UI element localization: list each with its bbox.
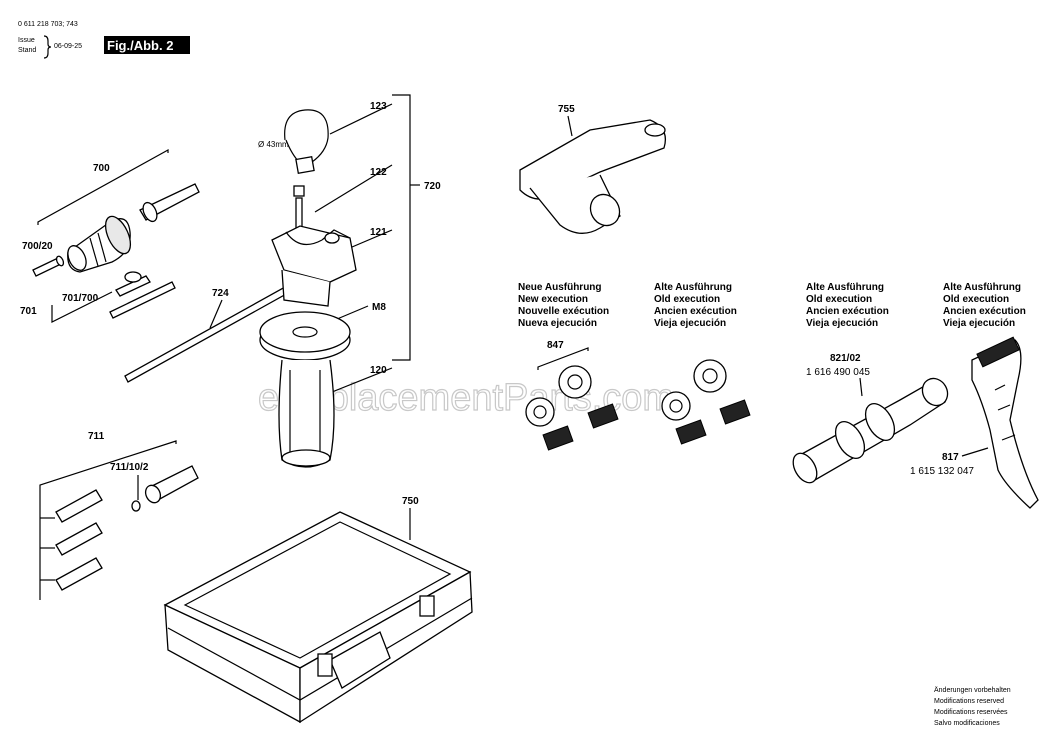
fig-label: Fig./Abb. 2: [107, 38, 173, 53]
clamp-band: [284, 109, 329, 163]
drill-chuck-group: 700 700/20 701 701/700: [20, 148, 200, 323]
execution-label-old-1: Alte Ausführung Old execution Ancien exé…: [654, 282, 737, 329]
chuck-key: [109, 281, 176, 319]
svg-text:Old execution: Old execution: [806, 294, 872, 305]
label-847: 847: [547, 340, 564, 351]
housing-shell: 817 1 615 132 047: [910, 336, 1039, 509]
label-755: 755: [558, 104, 575, 115]
doc-number: 0 611 218 703; 743: [18, 21, 78, 28]
svg-text:Vieja ejecución: Vieja ejecución: [654, 318, 726, 329]
footer-notice: Änderungen vorbehalten Modifications res…: [934, 686, 1011, 727]
label-817-number: 1 615 132 047: [910, 466, 974, 477]
execution-label-old-2: Alte Ausführung Old execution Ancien exé…: [806, 282, 889, 329]
label-821-02: 821/02: [830, 353, 861, 364]
screwdriver-bit-3: [55, 557, 103, 591]
spindle-assembly: 821/02 1 616 490 045: [792, 353, 949, 484]
label-701: 701: [20, 306, 37, 317]
case-handle: [329, 631, 391, 689]
label-700-20: 700/20: [22, 241, 53, 252]
right-angle-attachment: 755: [519, 104, 667, 234]
carbon-brush-set-new: 847: [525, 340, 619, 451]
carbon-brush-set-old: [661, 359, 751, 445]
svg-text:New execution: New execution: [518, 294, 588, 305]
label-700: 700: [93, 163, 110, 174]
auxiliary-handle-group: 720 123 Ø 43mm 122 121 M8 120: [258, 94, 441, 468]
execution-label-old-3: Alte Ausführung Old execution Ancien exé…: [943, 282, 1026, 329]
label-720: 720: [424, 181, 441, 192]
bit-set-group: 711 711/10/2: [39, 431, 199, 600]
screwdriver-bit-2: [55, 522, 103, 556]
clamp-bolt: [295, 197, 303, 229]
retaining-ring: [131, 500, 141, 512]
label-711: 711: [88, 431, 105, 442]
execution-label-new: Neue Ausführung New execution Nouvelle e…: [518, 282, 609, 329]
svg-text:Vieja ejecución: Vieja ejecución: [943, 318, 1015, 329]
issue-date: 06-09-25: [54, 43, 82, 50]
label-821-02-number: 1 616 490 045: [806, 367, 870, 378]
svg-text:Modifications reservées: Modifications reservées: [934, 709, 1008, 716]
stand-label: Stand: [18, 47, 36, 54]
svg-text:Nouvelle exécution: Nouvelle exécution: [518, 306, 609, 317]
label-123: 123: [370, 101, 387, 112]
svg-text:Ancien exécution: Ancien exécution: [654, 306, 737, 317]
svg-text:Änderungen vorbehalten: Änderungen vorbehalten: [934, 686, 1011, 694]
label-817: 817: [942, 452, 959, 463]
issue-label: Issue: [18, 37, 35, 44]
svg-text:Alte Ausführung: Alte Ausführung: [806, 282, 884, 293]
header-brace: [43, 35, 52, 59]
label-diameter: Ø 43mm: [258, 140, 289, 149]
svg-text:Ancien exécution: Ancien exécution: [806, 306, 889, 317]
fig-label-box: [104, 36, 190, 54]
svg-text:Alte Ausführung: Alte Ausführung: [943, 282, 1021, 293]
svg-text:Neue Ausführung: Neue Ausführung: [518, 282, 602, 293]
svg-text:Old execution: Old execution: [654, 294, 720, 305]
screwdriver-bit-1: [55, 489, 103, 523]
label-M8: M8: [372, 302, 386, 313]
label-701-700: 701/700: [62, 293, 99, 304]
svg-text:Nueva ejecución: Nueva ejecución: [518, 318, 597, 329]
label-120: 120: [370, 365, 387, 376]
svg-text:Modifications reserved: Modifications reserved: [934, 698, 1004, 705]
svg-text:Vieja ejecución: Vieja ejecución: [806, 318, 878, 329]
svg-text:Ancien exécution: Ancien exécution: [943, 306, 1026, 317]
carrying-case: 750: [163, 496, 473, 724]
label-711-10-2: 711/10/2: [110, 462, 149, 473]
svg-text:Salvo modificaciones: Salvo modificaciones: [934, 720, 1000, 727]
label-724: 724: [212, 288, 229, 299]
svg-text:Old execution: Old execution: [943, 294, 1009, 305]
label-121: 121: [370, 227, 387, 238]
svg-text:Alte Ausführung: Alte Ausführung: [654, 282, 732, 293]
label-750: 750: [402, 496, 419, 507]
